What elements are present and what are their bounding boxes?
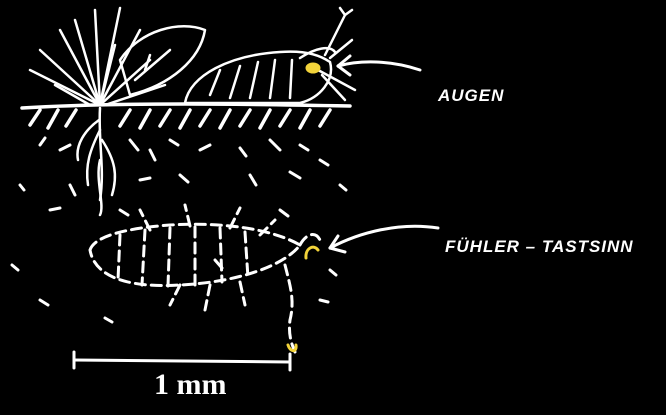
eyes-label: AUGEN — [438, 86, 504, 106]
plant-roots — [77, 108, 114, 215]
adult-springtail — [185, 8, 355, 103]
soil-particles — [12, 138, 346, 322]
scale-label: 1 mm — [154, 368, 226, 402]
eye-marker — [306, 63, 320, 73]
eyes-arrow — [338, 56, 420, 75]
antenna-marker — [306, 247, 318, 258]
antennae-label: FÜHLER – TASTSINN — [445, 237, 634, 257]
antennae-arrow — [330, 226, 438, 252]
soil-springtail — [90, 205, 320, 352]
ground-surface — [22, 104, 350, 128]
grass-plant — [30, 8, 205, 105]
